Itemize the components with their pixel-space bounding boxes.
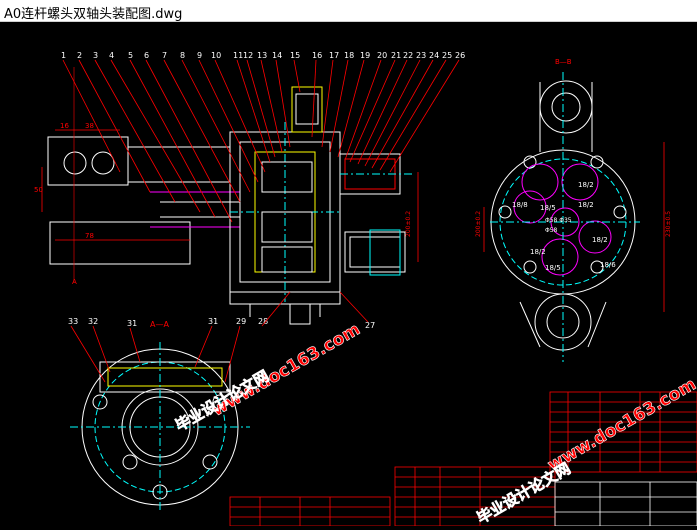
part-number: 5 xyxy=(128,51,133,60)
dimensions-left: 16 38 50 78 A 200±0.2 xyxy=(34,67,419,286)
bore-left-2 xyxy=(91,151,115,175)
circle-label: 18/2 xyxy=(530,248,546,256)
part-number: 21 xyxy=(391,51,401,60)
section-b-labels: B—B 18/2 18/2 18/5 18/8 18/2 18/5 18/6 1… xyxy=(475,58,672,312)
part-number: 33 xyxy=(68,317,78,326)
view-label: A—A xyxy=(150,320,169,329)
part-number: 15 xyxy=(290,51,300,60)
circle-label: 18/8 xyxy=(512,201,528,209)
part-number: 17 xyxy=(329,51,339,60)
window-title: A0连杆螺头双轴头装配图.dwg xyxy=(4,7,183,22)
watermark-3: www.doc163.com xyxy=(544,374,697,476)
window-titlebar: A0连杆螺头双轴头装配图.dwg xyxy=(0,0,697,22)
part-number: 13 xyxy=(257,51,267,60)
watermark-url: www.doc163.com xyxy=(544,374,697,475)
dim-text: 200±0.2 xyxy=(405,211,412,237)
part-number: 19 xyxy=(360,51,370,60)
part-number: 14 xyxy=(272,51,282,60)
circle-label: 18/5 xyxy=(540,204,556,212)
part-number: 11 xyxy=(233,51,243,60)
dim-text: 200±0.2 xyxy=(475,211,482,237)
section-a-view xyxy=(70,342,250,512)
part-numbers-top: 1 2 3 4 5 6 7 8 9 10 11 12 13 14 15 16 1… xyxy=(61,51,465,60)
cad-drawing[interactable]: 1 2 3 4 5 6 7 8 9 10 11 12 13 14 15 16 1… xyxy=(0,22,697,528)
circle-label: 18/2 xyxy=(592,236,608,244)
main-assembly-view xyxy=(47,86,412,325)
section-b-view xyxy=(490,72,640,362)
part-number: 6 xyxy=(144,51,149,60)
dim-text: 38 xyxy=(85,122,94,130)
watermark-cn: 毕业设计论文网 xyxy=(474,459,574,526)
part-numbers-bottom: 33 32 31 A—A 31 29 28 27 xyxy=(68,291,375,383)
part-number: 28 xyxy=(258,317,268,326)
circle-label: 18/2 xyxy=(578,201,594,209)
circle-label: 18/5 xyxy=(545,264,561,272)
part-number: 1 xyxy=(61,51,66,60)
part-number: 20 xyxy=(377,51,387,60)
part-number: 25 xyxy=(442,51,452,60)
part-number: 32 xyxy=(88,317,98,326)
part-number: 3 xyxy=(93,51,98,60)
part-number: 8 xyxy=(180,51,185,60)
part-number: 31 xyxy=(127,319,137,328)
part-number: 22 xyxy=(403,51,413,60)
part-number: 9 xyxy=(197,51,202,60)
part-number: 27 xyxy=(365,321,375,330)
circle-label: Φ58 xyxy=(545,227,558,234)
part-number: 26 xyxy=(455,51,465,60)
part-number: 2 xyxy=(77,51,82,60)
leader-lines-top xyxy=(62,59,460,223)
dim-text: 78 xyxy=(85,232,94,240)
part-number: 4 xyxy=(109,51,114,60)
part-number: 10 xyxy=(211,51,221,60)
part-number: 23 xyxy=(416,51,426,60)
housing-lower-body xyxy=(49,221,191,265)
view-label: A xyxy=(72,278,77,286)
part-number: 31 xyxy=(208,317,218,326)
dim-text: 230±0.5 xyxy=(665,211,672,237)
cad-drawing-canvas[interactable]: 1 2 3 4 5 6 7 8 9 10 11 12 13 14 15 16 1… xyxy=(0,22,697,528)
part-number: 12 xyxy=(243,51,253,60)
view-label: B—B xyxy=(555,58,572,66)
part-number: 18 xyxy=(344,51,354,60)
circle-label: 18/2 xyxy=(578,181,594,189)
bore-left-1 xyxy=(63,151,87,175)
part-number: 24 xyxy=(429,51,439,60)
watermark-4: 毕业设计论文网 xyxy=(473,459,574,528)
housing-left-block xyxy=(47,136,129,186)
circle-label: Φ58 Φ35 xyxy=(545,217,572,224)
part-number: 7 xyxy=(162,51,167,60)
dim-text: 50 xyxy=(34,186,43,194)
circle-label: 18/6 xyxy=(600,261,616,269)
dim-text: 16 xyxy=(60,122,69,130)
part-number: 16 xyxy=(312,51,322,60)
part-number: 29 xyxy=(236,317,246,326)
